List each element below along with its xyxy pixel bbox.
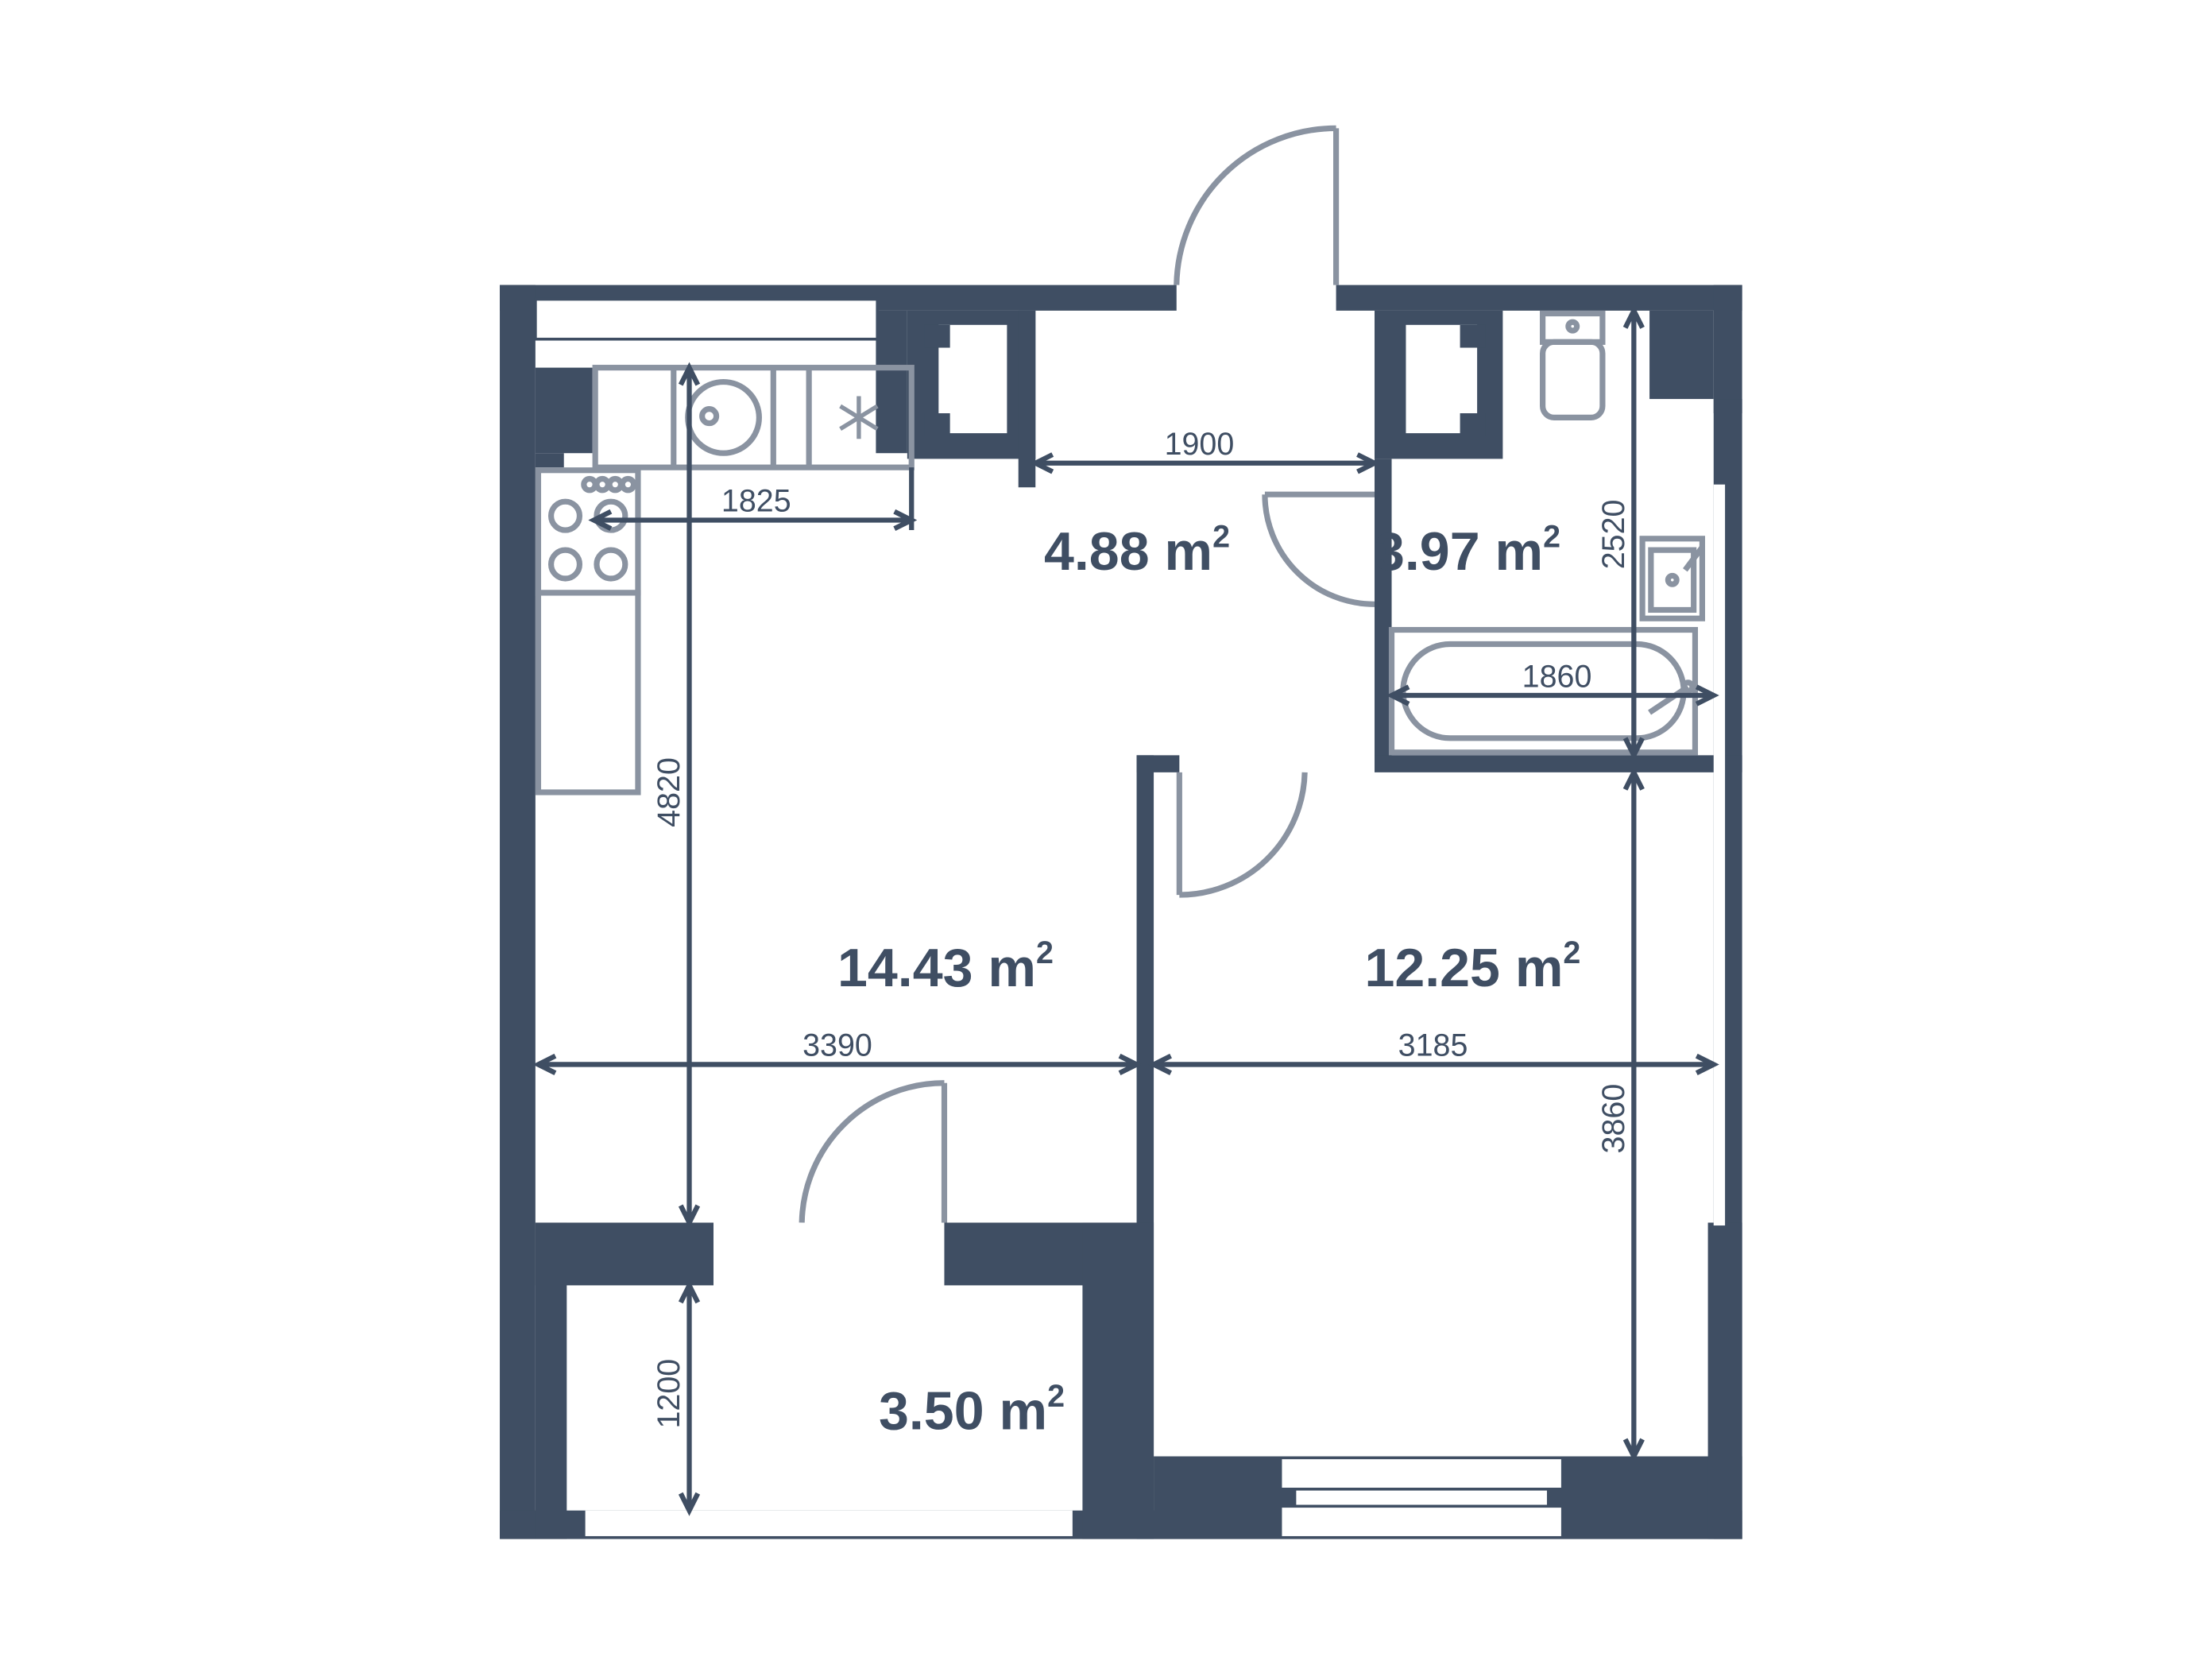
shaft-notches — [924, 324, 1486, 436]
window-icon — [534, 297, 1726, 1536]
fridge-icon — [839, 396, 879, 439]
stove-icon — [535, 467, 641, 796]
dimension-lines — [532, 304, 1719, 1516]
dim-kitchen-depth: 4820 — [652, 757, 686, 827]
sink-icon — [1639, 536, 1705, 621]
dim-kitchen-counter: 1825 — [721, 484, 791, 519]
kitchen-counter — [592, 365, 915, 470]
dim-bathroom-width: 1860 — [1522, 659, 1592, 694]
dim-kitchen-width: 3390 — [802, 1028, 872, 1063]
area-balcony: 3.50 m2 — [879, 1379, 1065, 1442]
dim-balcony-depth: 1200 — [652, 1359, 686, 1429]
dim-bathroom-depth: 2520 — [1596, 500, 1631, 570]
area-bedroom: 12.25 m2 — [1364, 935, 1580, 998]
dim-bedroom-depth: 3860 — [1596, 1084, 1631, 1154]
area-hall: 4.88 m2 — [1044, 520, 1230, 583]
walls — [500, 285, 1742, 1539]
toilet-icon — [1540, 310, 1606, 420]
area-bathroom: 3.97 m2 — [1375, 520, 1560, 583]
dim-bedroom-width: 3185 — [1398, 1028, 1468, 1063]
door-swing-icon — [799, 125, 1375, 1223]
dim-hall-width: 1900 — [1165, 427, 1235, 462]
kitchen-sink-icon — [685, 378, 762, 456]
area-kitchen: 14.43 m2 — [837, 935, 1054, 998]
